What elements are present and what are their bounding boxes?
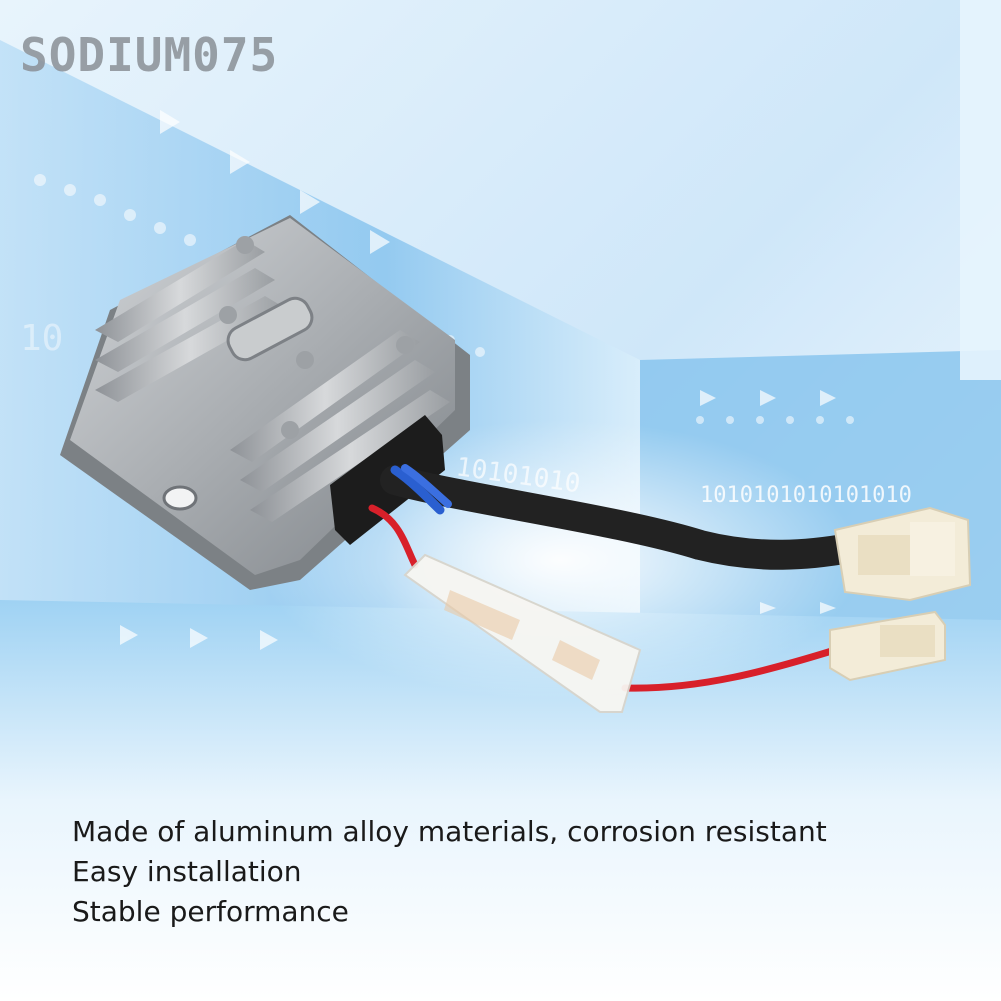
- feature-item: Stable performance: [72, 895, 349, 928]
- rivet: [296, 351, 314, 369]
- feature-item: Made of aluminum alloy materials, corros…: [72, 815, 827, 848]
- heatsink-fin: [95, 240, 265, 342]
- feature-list: Made of aluminum alloy materials, corros…: [72, 812, 827, 932]
- blue-wire: [401, 464, 452, 508]
- wiring-harness: [368, 464, 865, 692]
- rivet: [396, 336, 414, 354]
- heatsink-fin: [240, 360, 435, 492]
- brand-watermark: SODIUM075: [20, 28, 279, 82]
- mounting-hole: [162, 485, 198, 511]
- floor-reflection: [0, 600, 1001, 1001]
- voltage-regulator: [60, 215, 470, 590]
- multi-pin-connector: [833, 506, 972, 602]
- heatsink-fin: [230, 330, 420, 462]
- binary-text-left: 10: [20, 318, 63, 359]
- label-slot: [226, 296, 314, 362]
- rivet: [236, 236, 254, 254]
- single-pin-connector: [829, 610, 946, 682]
- black-cable: [380, 465, 865, 570]
- heatsink-fin: [250, 390, 450, 522]
- heatsink-fin: [95, 268, 275, 372]
- heatsink-fin: [95, 296, 285, 402]
- feature-item: Easy installation: [72, 855, 302, 888]
- red-wire: [368, 504, 419, 569]
- rivet: [281, 421, 299, 439]
- red-wire: [621, 646, 839, 692]
- fuse-holder: [403, 553, 642, 713]
- rivet: [219, 306, 237, 324]
- vertical-light-panel: [960, 0, 1001, 380]
- blue-wire: [390, 465, 445, 515]
